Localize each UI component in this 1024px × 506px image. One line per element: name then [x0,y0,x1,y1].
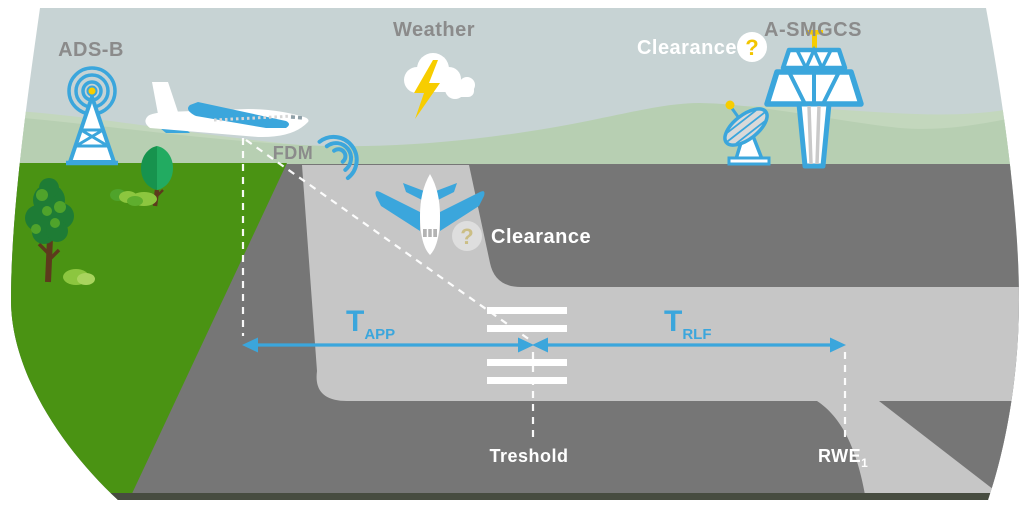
bottom-edge-strip [11,493,1019,500]
approach-funnel-and-runway [302,165,1019,401]
large-tree [25,178,95,285]
taxiing-aircraft-top-view-icon [375,174,485,255]
dashed-line-glide-path [245,139,531,341]
fdm-signal-icon [317,134,359,181]
satellite-dish-icon [723,100,771,166]
rwe-label: RWE1 [818,446,868,470]
t-app-arrow [242,337,534,353]
lightning-bolt-icon [414,60,440,119]
weather-storm-icon [404,53,475,119]
apron-wedge [879,401,1019,493]
rwe-text: RWE [818,446,861,466]
ads-b-label: ADS-B [58,39,124,61]
control-tower-icon [764,30,864,169]
clearance-air-badge: ? [737,32,767,62]
grass-field [11,163,287,500]
t-rlf-arrow [532,337,846,353]
t-app-symbol: T [346,305,364,338]
question-mark-icon: ? [745,35,758,60]
rwe-subscript: 1 [861,456,868,470]
threshold-markings [487,307,567,384]
a-smgcs-label: A-SMGCS [764,19,862,41]
t-rlf-subscript: RLF [682,326,711,343]
approaching-aircraft-icon [145,82,309,138]
fdm-label: FDM [273,143,314,163]
clearance-ground-badge: ? [452,221,482,251]
question-mark-icon: ? [460,224,473,249]
t-rlf-label: TRLF [664,305,712,343]
ads-b-antenna-icon [66,66,118,166]
threshold-label: Treshold [489,446,568,466]
clearance-air-label: Clearance [637,37,737,59]
weather-label: Weather [393,19,475,41]
small-tree [127,146,173,207]
clearance-ground-label: Clearance [491,226,591,248]
t-app-subscript: APP [364,326,395,343]
t-app-label: TAPP [346,305,395,343]
t-rlf-symbol: T [664,305,682,338]
